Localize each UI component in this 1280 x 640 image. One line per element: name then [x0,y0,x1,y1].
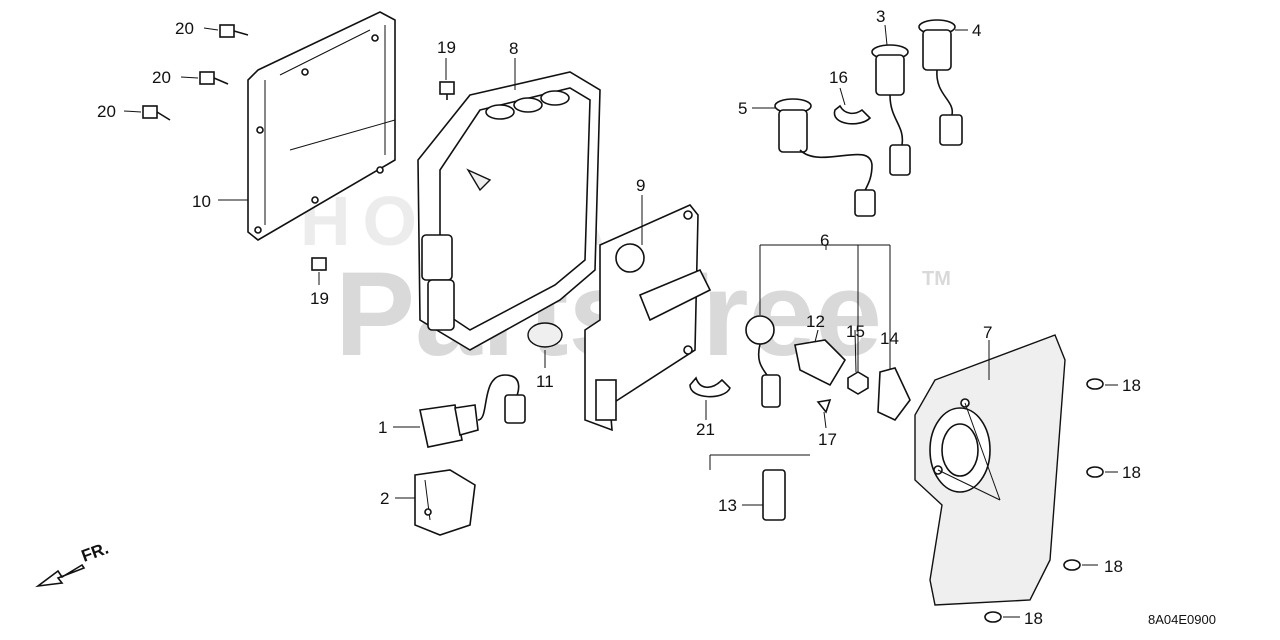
callout-10: 10 [192,192,211,211]
part-2-rocker-switch [414,469,476,536]
fastener-20-b [199,71,229,85]
front-direction-arrow: FR. [35,539,111,588]
watermark-tm: TM [922,268,951,290]
part-8-frame [417,71,601,351]
part-10-plate [247,11,396,241]
part-14-cap [877,367,911,422]
callout-17: 17 [818,430,837,449]
callout-12: 12 [806,312,825,331]
part-1-switch [419,374,526,448]
fastener-19-b [311,257,327,271]
part-11-grommet [527,322,563,348]
leader-lines [123,24,1118,618]
callout-19: 19 [310,289,329,308]
callout-14: 14 [880,329,899,348]
part-6-assembly [745,315,781,408]
callout-8: 8 [509,39,518,58]
callout-18: 18 [1024,609,1043,628]
part-9-bracket [584,204,712,432]
callout-19: 19 [437,38,456,57]
fastener-19-a [439,81,455,100]
callout-1: 1 [378,418,387,437]
fastener-20-c [142,105,171,121]
callout-21: 21 [696,420,715,439]
part-5-outlet [774,98,876,217]
part-17-screw [816,398,832,414]
fastener-18-d [984,611,1002,623]
front-label: FR. [79,539,111,566]
callout-13: 13 [718,496,737,515]
fastener-20-a [219,24,249,38]
part-15-nut [847,371,869,395]
callout-4: 4 [972,21,981,40]
callout-9: 9 [636,176,645,195]
callout-5: 5 [738,99,747,118]
callout-15: 15 [846,322,865,341]
part-12-bracket [794,339,847,387]
callout-20: 20 [152,68,171,87]
part-4-outlet [918,19,963,146]
part-16-clamp [833,104,872,125]
callout-18: 18 [1122,463,1141,482]
callout-6: 6 [820,231,829,250]
part-3-outlet [871,44,911,176]
fastener-18-b [1086,466,1104,478]
part-13-connector [709,454,810,521]
part-21-clamp [689,376,731,398]
callout-18: 18 [1122,376,1141,395]
fastener-18-a [1086,378,1104,390]
callout-2: 2 [380,489,389,508]
callout-20: 20 [97,102,116,121]
fastener-18-c [1063,559,1081,571]
diagram-code: 8A04E0900 [1148,612,1216,627]
callouts: 20 20 20 10 19 19 8 9 11 1 2 3 4 5 16 6 … [97,7,1141,628]
callout-20: 20 [175,19,194,38]
callout-18: 18 [1104,557,1123,576]
callout-11: 11 [536,372,554,391]
callout-16: 16 [829,68,848,87]
callout-3: 3 [876,7,885,26]
part-7-cover [914,334,1066,606]
callout-7: 7 [983,323,992,342]
